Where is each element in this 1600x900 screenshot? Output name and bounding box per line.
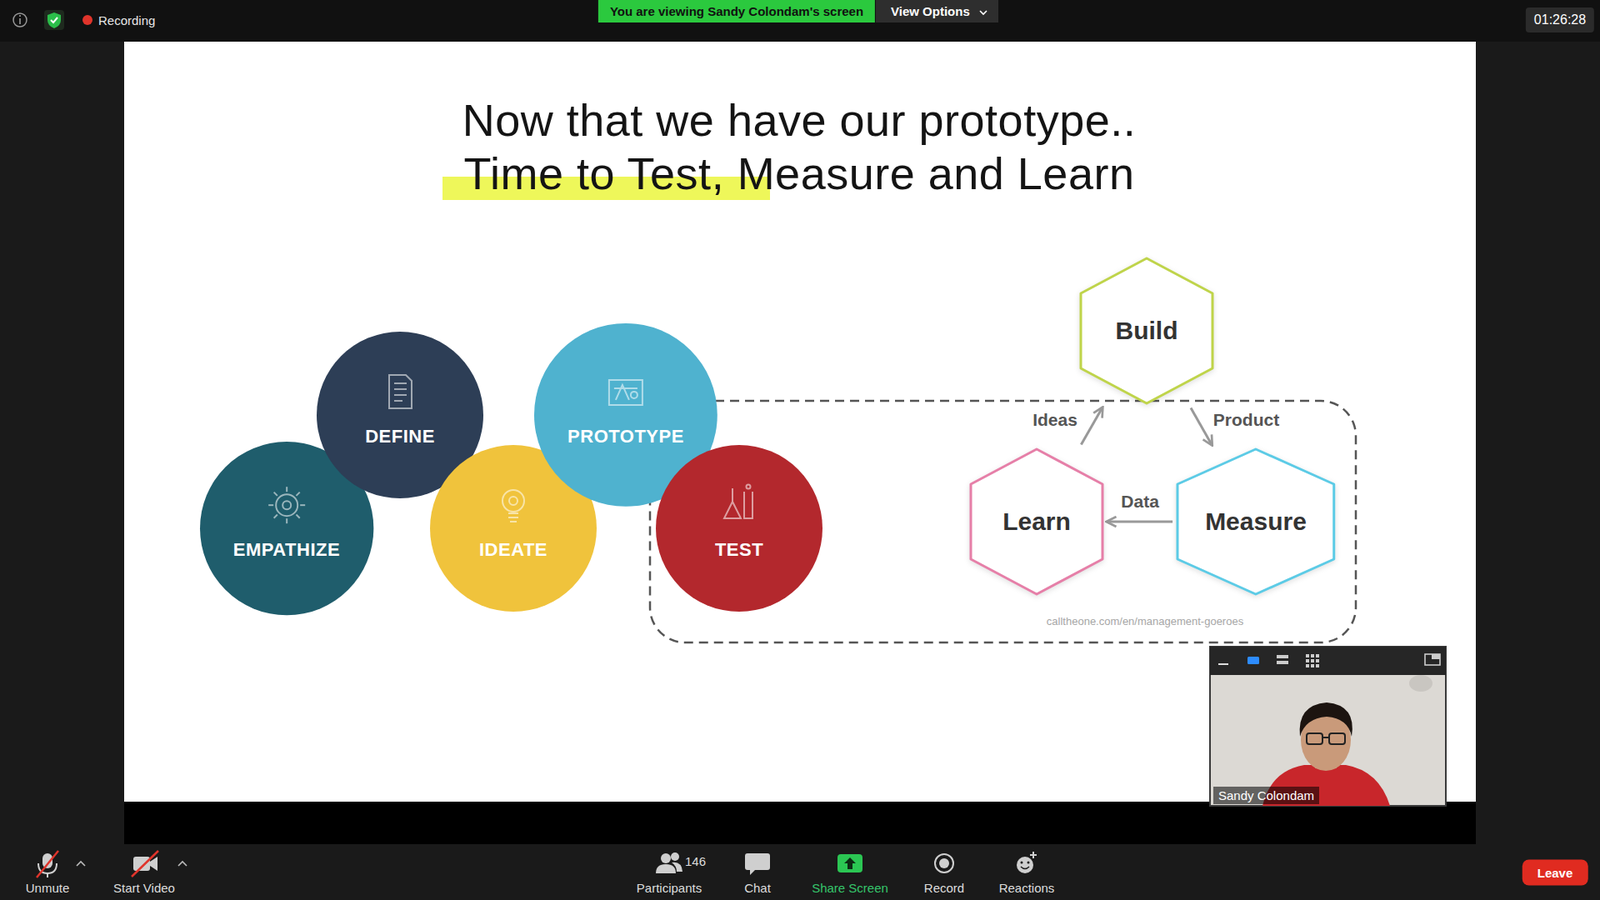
shield-icon <box>44 10 65 30</box>
circle-shape <box>655 445 823 612</box>
video-thumbnail <box>1210 646 1446 806</box>
toolbar <box>0 844 1600 900</box>
menu-caret <box>178 861 187 866</box>
toolbar-label: Record <box>924 880 965 895</box>
phase-icon <box>268 486 305 524</box>
share-screen-icon <box>837 854 863 873</box>
toolbar-label: Chat <box>744 880 771 895</box>
menu-caret <box>76 861 85 866</box>
phase-icon <box>609 380 643 405</box>
hexagon-outline <box>970 449 1103 595</box>
video-off-icon <box>131 850 159 877</box>
view-options-button: View Options <box>875 0 999 23</box>
hexagon-outline <box>1080 258 1213 404</box>
cycle-hexagon: Learn <box>968 446 1105 597</box>
share-banner: You are viewing Sandy Colondam's screen <box>598 0 875 23</box>
node-label: IDEATE <box>479 539 548 561</box>
node-label: Learn <box>1002 507 1071 536</box>
cycle-arrow <box>1190 408 1212 445</box>
top-bar <box>0 0 1600 42</box>
share-viewport <box>124 41 1476 845</box>
participant-name: Sandy Colondam <box>1213 786 1320 805</box>
phase-icon <box>724 485 753 520</box>
slide-title: Now that we have our prototype.. Time to… <box>407 93 1191 200</box>
node-label: PROTOTYPE <box>567 425 685 448</box>
phase-icon <box>389 375 412 409</box>
leave-button: Leave <box>1522 860 1589 886</box>
info-icon <box>13 13 27 27</box>
edge-label: Product <box>1210 410 1283 430</box>
dashed-region <box>650 400 1356 643</box>
node-label: Measure <box>1205 507 1307 536</box>
recording-dot <box>82 15 93 25</box>
node-label: EMPATHIZE <box>233 539 340 561</box>
toolbar-label: Unmute <box>25 880 70 895</box>
recording-status: Recording <box>98 13 155 28</box>
edge-label: Data <box>1117 491 1163 512</box>
circle-fill <box>655 445 823 612</box>
meeting-timer: 01:26:28 <box>1525 7 1595 33</box>
node-label: Build <box>1115 316 1179 345</box>
toolbar-label: Reactions <box>999 880 1055 895</box>
cycle-hexagon: Build <box>1078 255 1215 406</box>
toolbar-label: Start Video <box>113 880 175 895</box>
cycle-arrow <box>1080 408 1102 445</box>
chat-icon <box>745 853 770 875</box>
source-credit: calltheone.com/en/management-goeroes <box>1046 615 1244 628</box>
phase-circle: TEST <box>655 445 823 612</box>
phase-icon <box>502 490 525 522</box>
cycle-arrow <box>1107 520 1173 524</box>
cycle-hexagon: Measure <box>1175 446 1337 597</box>
node-label: DEFINE <box>365 425 435 448</box>
toolbar-label: Participants <box>636 880 702 895</box>
node-label: TEST <box>715 539 764 561</box>
chevron-icon <box>978 9 989 16</box>
participant-count: 146 <box>685 854 706 869</box>
record-icon <box>935 854 954 873</box>
toolbar-label: Share Screen <box>811 880 889 895</box>
mic-muted-icon <box>36 850 59 878</box>
hexagon-outline <box>1177 449 1335 595</box>
reactions-icon <box>1016 851 1037 874</box>
edge-label: Ideas <box>1029 410 1081 430</box>
participants-icon <box>655 852 683 874</box>
